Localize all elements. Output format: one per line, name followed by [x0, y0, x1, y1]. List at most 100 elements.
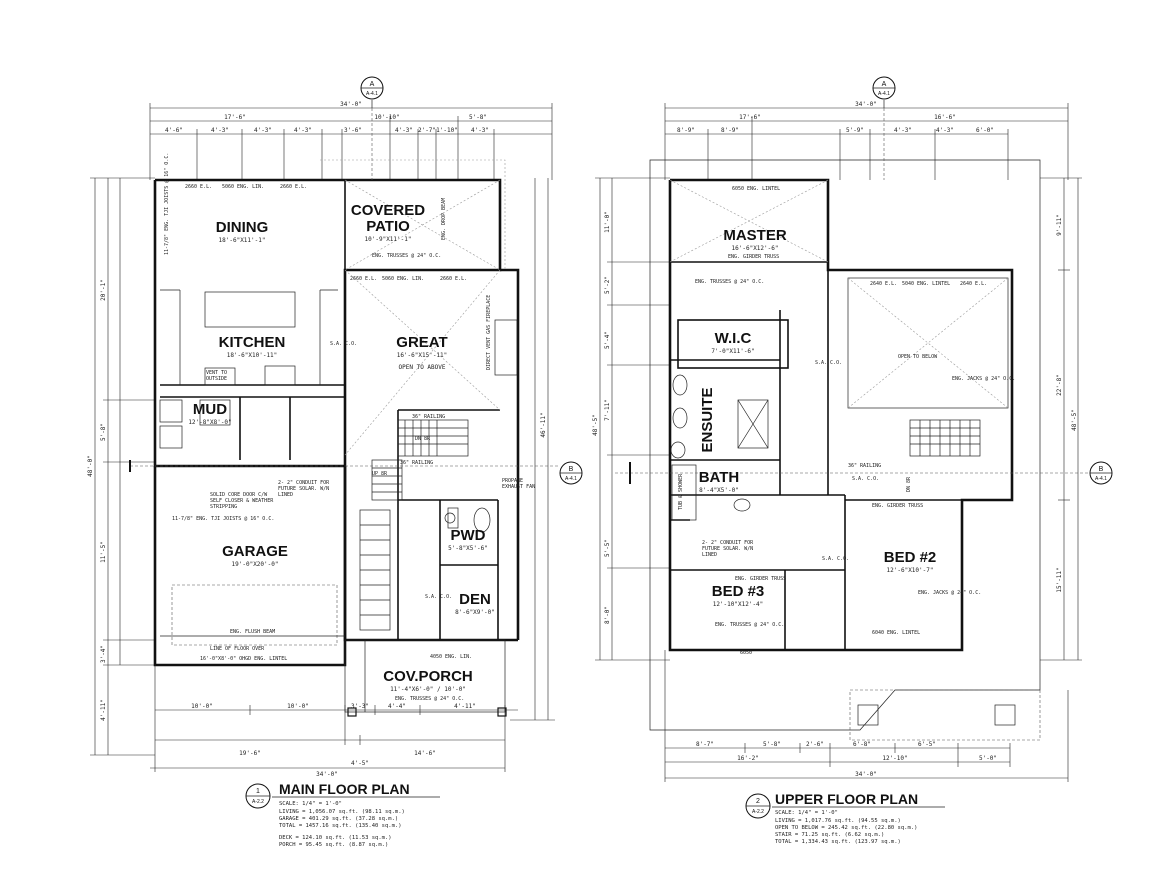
main-note-window-3: 2660 E.L.: [280, 184, 307, 190]
upper-note-open-below: OPEN TO BELOW: [898, 354, 938, 360]
section-a-letter-upper: A: [882, 81, 887, 88]
main-bottom-dimensions: 10'-0" 10'-0" 3'-3" 4'-4" 4'-11" 19'-6" …: [150, 665, 518, 778]
main-section-line-b: B A-4.1: [129, 460, 583, 485]
main-dim-right-total: 46'-11": [540, 412, 547, 437]
upper-dim-right-2: 15'-11": [1056, 567, 1063, 592]
section-marker-a-upper: A A-4.1: [872, 76, 896, 108]
main-dim-left-0: 20'-1": [100, 279, 107, 301]
main-area-3: DECK = 124.10 sq.ft. (11.53 sq.m.): [279, 835, 392, 841]
main-area-4: PORCH = 95.45 sq.ft. (8.87 sq.m.): [279, 842, 388, 848]
main-note-conduit: 2- 2" CONDUIT FOR FUTURE SOLAR. W/N LINE…: [278, 480, 330, 498]
main-title-number: 1: [256, 788, 260, 795]
main-dim-top-1: 10'-10": [374, 114, 399, 121]
section-b-sheet-upper: A-4.1: [1095, 476, 1107, 482]
main-floor-plan: A A-4.1 34'-0" 17'-6" 10'-10" 5'-8" 4'-6…: [87, 76, 583, 848]
upper-dim-top2-1: 8'-9": [721, 127, 739, 134]
upper-title-number: 2: [756, 798, 760, 805]
upper-area-1: OPEN TO BELOW = 245.42 sq.ft. (22.80 sq.…: [775, 825, 917, 831]
upper-dim-left-total: 48'-5": [592, 414, 599, 436]
section-b-letter-main: B: [569, 466, 574, 473]
upper-interior-walls-2: [670, 270, 962, 650]
upper-section-line-b: B A-4.1: [615, 461, 1113, 485]
upper-room-bed3: BED #3: [712, 583, 765, 600]
upper-area-3: TOTAL = 1,334.43 sq.ft. (123.97 sq.m.): [775, 839, 901, 845]
main-note-trusses: ENG. TRUSSES @ 24" O.C.: [372, 253, 441, 259]
upper-note-window-1: 2640 E.L.: [870, 281, 897, 287]
upper-top-dimensions: 34'-0" 17'-6" 16'-6" 8'-9" 8'-9" 5'-9" 4…: [664, 101, 1069, 180]
upper-ensuite-fixtures: [670, 374, 769, 521]
main-note-conduit-wrap: 2- 2" CONDUIT FOR FUTURE SOLAR. W/N LINE…: [278, 480, 330, 498]
main-note-dn: DN 8R: [415, 436, 431, 442]
main-fireplace: [494, 319, 518, 376]
main-interior-walls: [160, 180, 500, 640]
main-note-solid-door-wrap: SOLID CORE DOOR C/W SELF CLOSER & WEATHE…: [210, 492, 273, 510]
main-note-lintel: 4050 ENG. LIN.: [430, 654, 472, 660]
main-note-vent: VENT TO OUTSIDE: [206, 370, 228, 382]
upper-dim-right-total: 48'-5": [1071, 409, 1078, 431]
main-room-mud-size: 12'-8"X8'-0": [188, 419, 231, 426]
upper-note-lintel-bed2: 6040 ENG. LINTEL: [872, 630, 920, 636]
upper-dim-left-5: 8'-0": [604, 606, 611, 624]
main-room-garage-size: 19'-0"X20'-0": [232, 561, 279, 568]
upper-note-window-2: 5040 ENG. LINTEL: [902, 281, 950, 287]
upper-dim-top2-4: 4'-3": [936, 127, 954, 134]
upper-note-dn: DN 8R: [906, 476, 912, 492]
main-right-dimensions: 46'-11": [510, 178, 555, 721]
main-dim-top-0: 17'-6": [224, 114, 246, 121]
main-dim-top2-1: 4'-3": [211, 127, 229, 134]
upper-note-trusses-1: ENG. TRUSSES @ 24" O.C.: [695, 279, 764, 285]
upper-floor-plan: A A-4.1 34'-0" 17'-6" 16'-6" 8'-9" 8'-9"…: [592, 76, 1113, 845]
main-dim-left-2: 11'-5": [100, 541, 107, 563]
main-dim-top2-7: 1'-10": [436, 127, 458, 134]
upper-dim-top2-0: 8'-9": [677, 127, 695, 134]
main-dim-top-total: 34'-0": [340, 101, 362, 108]
upper-dim-left-2: 5'-4": [604, 331, 611, 349]
main-room-covered-patio-1: COVERED: [351, 202, 425, 219]
main-note-window-5: 5060 ENG. LIN.: [382, 276, 424, 282]
main-title-block: 1 A-2.2 MAIN FLOOR PLAN SCALE: 1/4" = 1'…: [245, 781, 440, 848]
main-note-sa-co-2: S.A. C.O.: [425, 594, 452, 600]
main-note-exhaust-wrap: PROPANE EXHAUST FAN: [502, 478, 536, 490]
upper-room-wic-size: 7'-0"X11'-6": [711, 348, 754, 355]
upper-note-jacks-1: ENG. JACKS @ 24" O.C.: [952, 376, 1015, 382]
main-note-joists-2: 11-7/8" ENG. TJI JOISTS @ 16" O.C.: [172, 516, 274, 522]
upper-note-window-3: 2640 E.L.: [960, 281, 987, 287]
main-area-1: GARAGE = 401.29 sq.ft. (37.28 sq.m.): [279, 816, 398, 822]
main-top-dimensions: 34'-0" 17'-6" 10'-10" 5'-8" 4'-6" 4'-3" …: [149, 101, 553, 180]
main-porch: [344, 639, 507, 717]
main-dim-bottom-4: 4'-11": [454, 703, 476, 710]
main-note-exhaust: PROPANE EXHAUST FAN: [502, 478, 536, 490]
upper-room-ensuite: ENSUITE: [699, 387, 716, 452]
upper-note-sa-co-2: S.A. C.O.: [852, 476, 879, 482]
main-dim-bottom-3: 4'-4": [388, 703, 406, 710]
upper-open-to-below: [847, 277, 1009, 409]
upper-dim-left-4: 5'-5": [604, 539, 611, 557]
upper-title-sheet: A-2.2: [752, 809, 764, 815]
main-note-window-1: 2660 E.L.: [185, 184, 212, 190]
main-mud-fixtures: [159, 399, 231, 449]
main-left-dimensions: 48'-0" 20'-1" 5'-8" 11'-5" 3'-4" 4'-11": [87, 177, 155, 756]
upper-room-bath: BATH: [699, 469, 740, 486]
main-dim-top2-2: 4'-3": [254, 127, 272, 134]
upper-note-lintel-top: 6050 ENG. LINTEL: [732, 186, 780, 192]
upper-dim-bottom-2: 2'-6": [806, 741, 824, 748]
main-room-great-size: 16'-6"X15'-11": [397, 352, 448, 359]
main-note-railing-2: 36" RAILING: [400, 460, 433, 466]
main-room-dining: DINING: [216, 219, 269, 236]
upper-room-wic: W.I.C: [715, 330, 752, 347]
upper-title-name: UPPER FLOOR PLAN: [775, 791, 918, 807]
upper-stair: [909, 419, 981, 457]
main-note-flush-beam: ENG. FLUSH BEAM: [230, 629, 275, 635]
main-kitchen-fixtures: [160, 289, 338, 386]
upper-room-bath-size: 8'-4"X5'-0": [699, 487, 739, 494]
main-room-den: DEN: [459, 591, 491, 608]
upper-note-window-bed3: 6050: [740, 650, 752, 656]
upper-dim-bottom2-2: 5'-0": [979, 755, 997, 762]
upper-dim-bottom-total: 34'-0": [855, 771, 877, 778]
upper-dim-left-1: 5'-2": [604, 276, 611, 294]
main-room-cov-porch-size: 11'-4"X6'-0" / 10'-0": [390, 686, 466, 693]
upper-area-0: LIVING = 1,017.76 sq.ft. (94.55 sq.m.): [775, 818, 901, 824]
main-open-to-above: [344, 269, 501, 456]
section-a-sheet-upper: A-4.1: [878, 91, 890, 97]
upper-dim-top-0: 17'-6": [739, 114, 761, 121]
